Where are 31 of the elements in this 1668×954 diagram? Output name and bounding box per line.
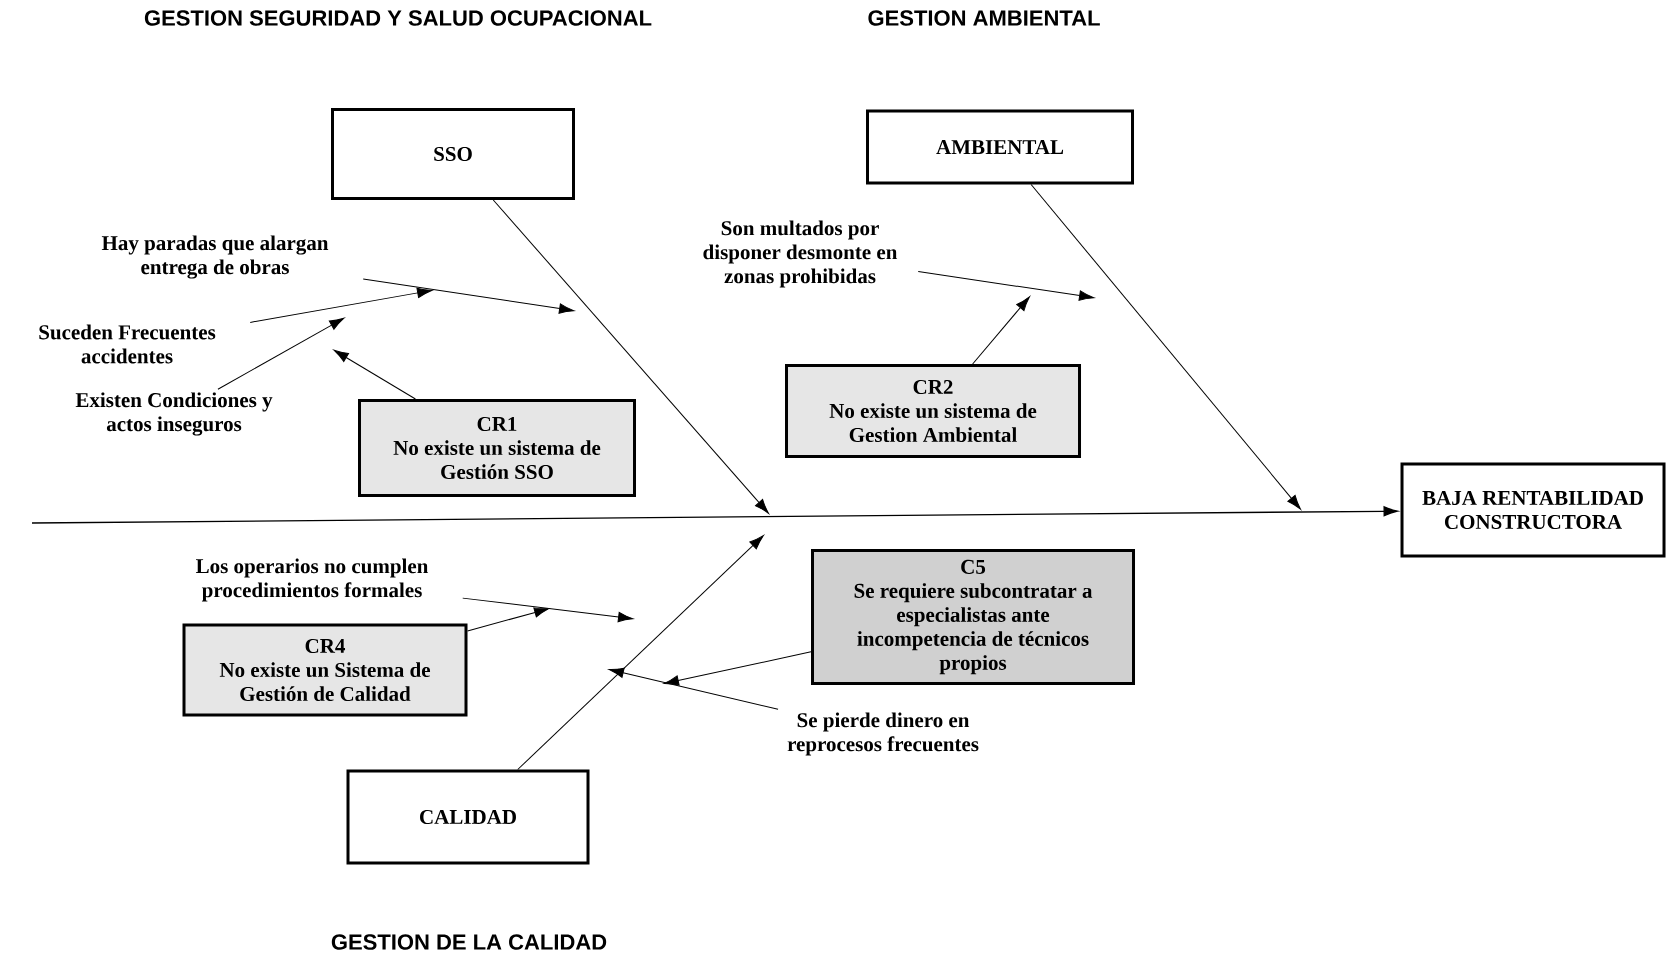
arrow: [917, 271, 1095, 301]
arrow: [972, 296, 1030, 365]
arrow: [333, 349, 416, 400]
spine-arrow: [31, 506, 1399, 524]
arrow: [608, 667, 779, 710]
cause-text: Los operarios no cumplen procedimientos formales: [196, 558, 429, 602]
cause-text: Son multados por disponer desmonte en zonas prohibidas: [703, 220, 898, 288]
arrow: [663, 651, 812, 686]
cause-box: CR1 No existe un sistema de Gestión SSO: [358, 399, 636, 497]
arrow: [517, 535, 764, 770]
arrow: [1030, 184, 1301, 510]
arrow: [492, 199, 769, 514]
cause-box: CR2 No existe un sistema de Gestion Ambiental: [785, 364, 1081, 458]
cause-text: Existen Condiciones y actos inseguros: [75, 392, 273, 436]
category-box: AMBIENTAL: [866, 109, 1134, 185]
category-heading: GESTION AMBIENTAL: [868, 10, 1100, 26]
arrow: [362, 278, 575, 314]
arrow: [462, 597, 634, 623]
cause-text: Se pierde dinero en reprocesos frecuentes: [787, 712, 979, 756]
effect-box: BAJA RENTABILIDAD CONSTRUCTORA: [1400, 462, 1666, 558]
arrow: [217, 317, 345, 390]
arrow: [467, 607, 550, 632]
cause-box: CR4 No existe un Sistema de Gestión de Calidad: [182, 623, 468, 717]
category-heading: GESTION SEGURIDAD Y SALUD OCUPACIONAL: [144, 10, 652, 26]
arrow: [249, 287, 433, 323]
cause-text: Hay paradas que alargan entrega de obras: [101, 235, 329, 279]
cause-box: C5 Se requiere subcontratar a especialistas ante incompetencia de técnicos propios: [811, 549, 1135, 685]
category-heading: GESTION DE LA CALIDAD: [331, 934, 607, 950]
category-box: SSO: [331, 108, 575, 200]
cause-text: Suceden Frecuentes accidentes: [39, 324, 216, 364]
category-box: CALIDAD: [346, 769, 590, 865]
